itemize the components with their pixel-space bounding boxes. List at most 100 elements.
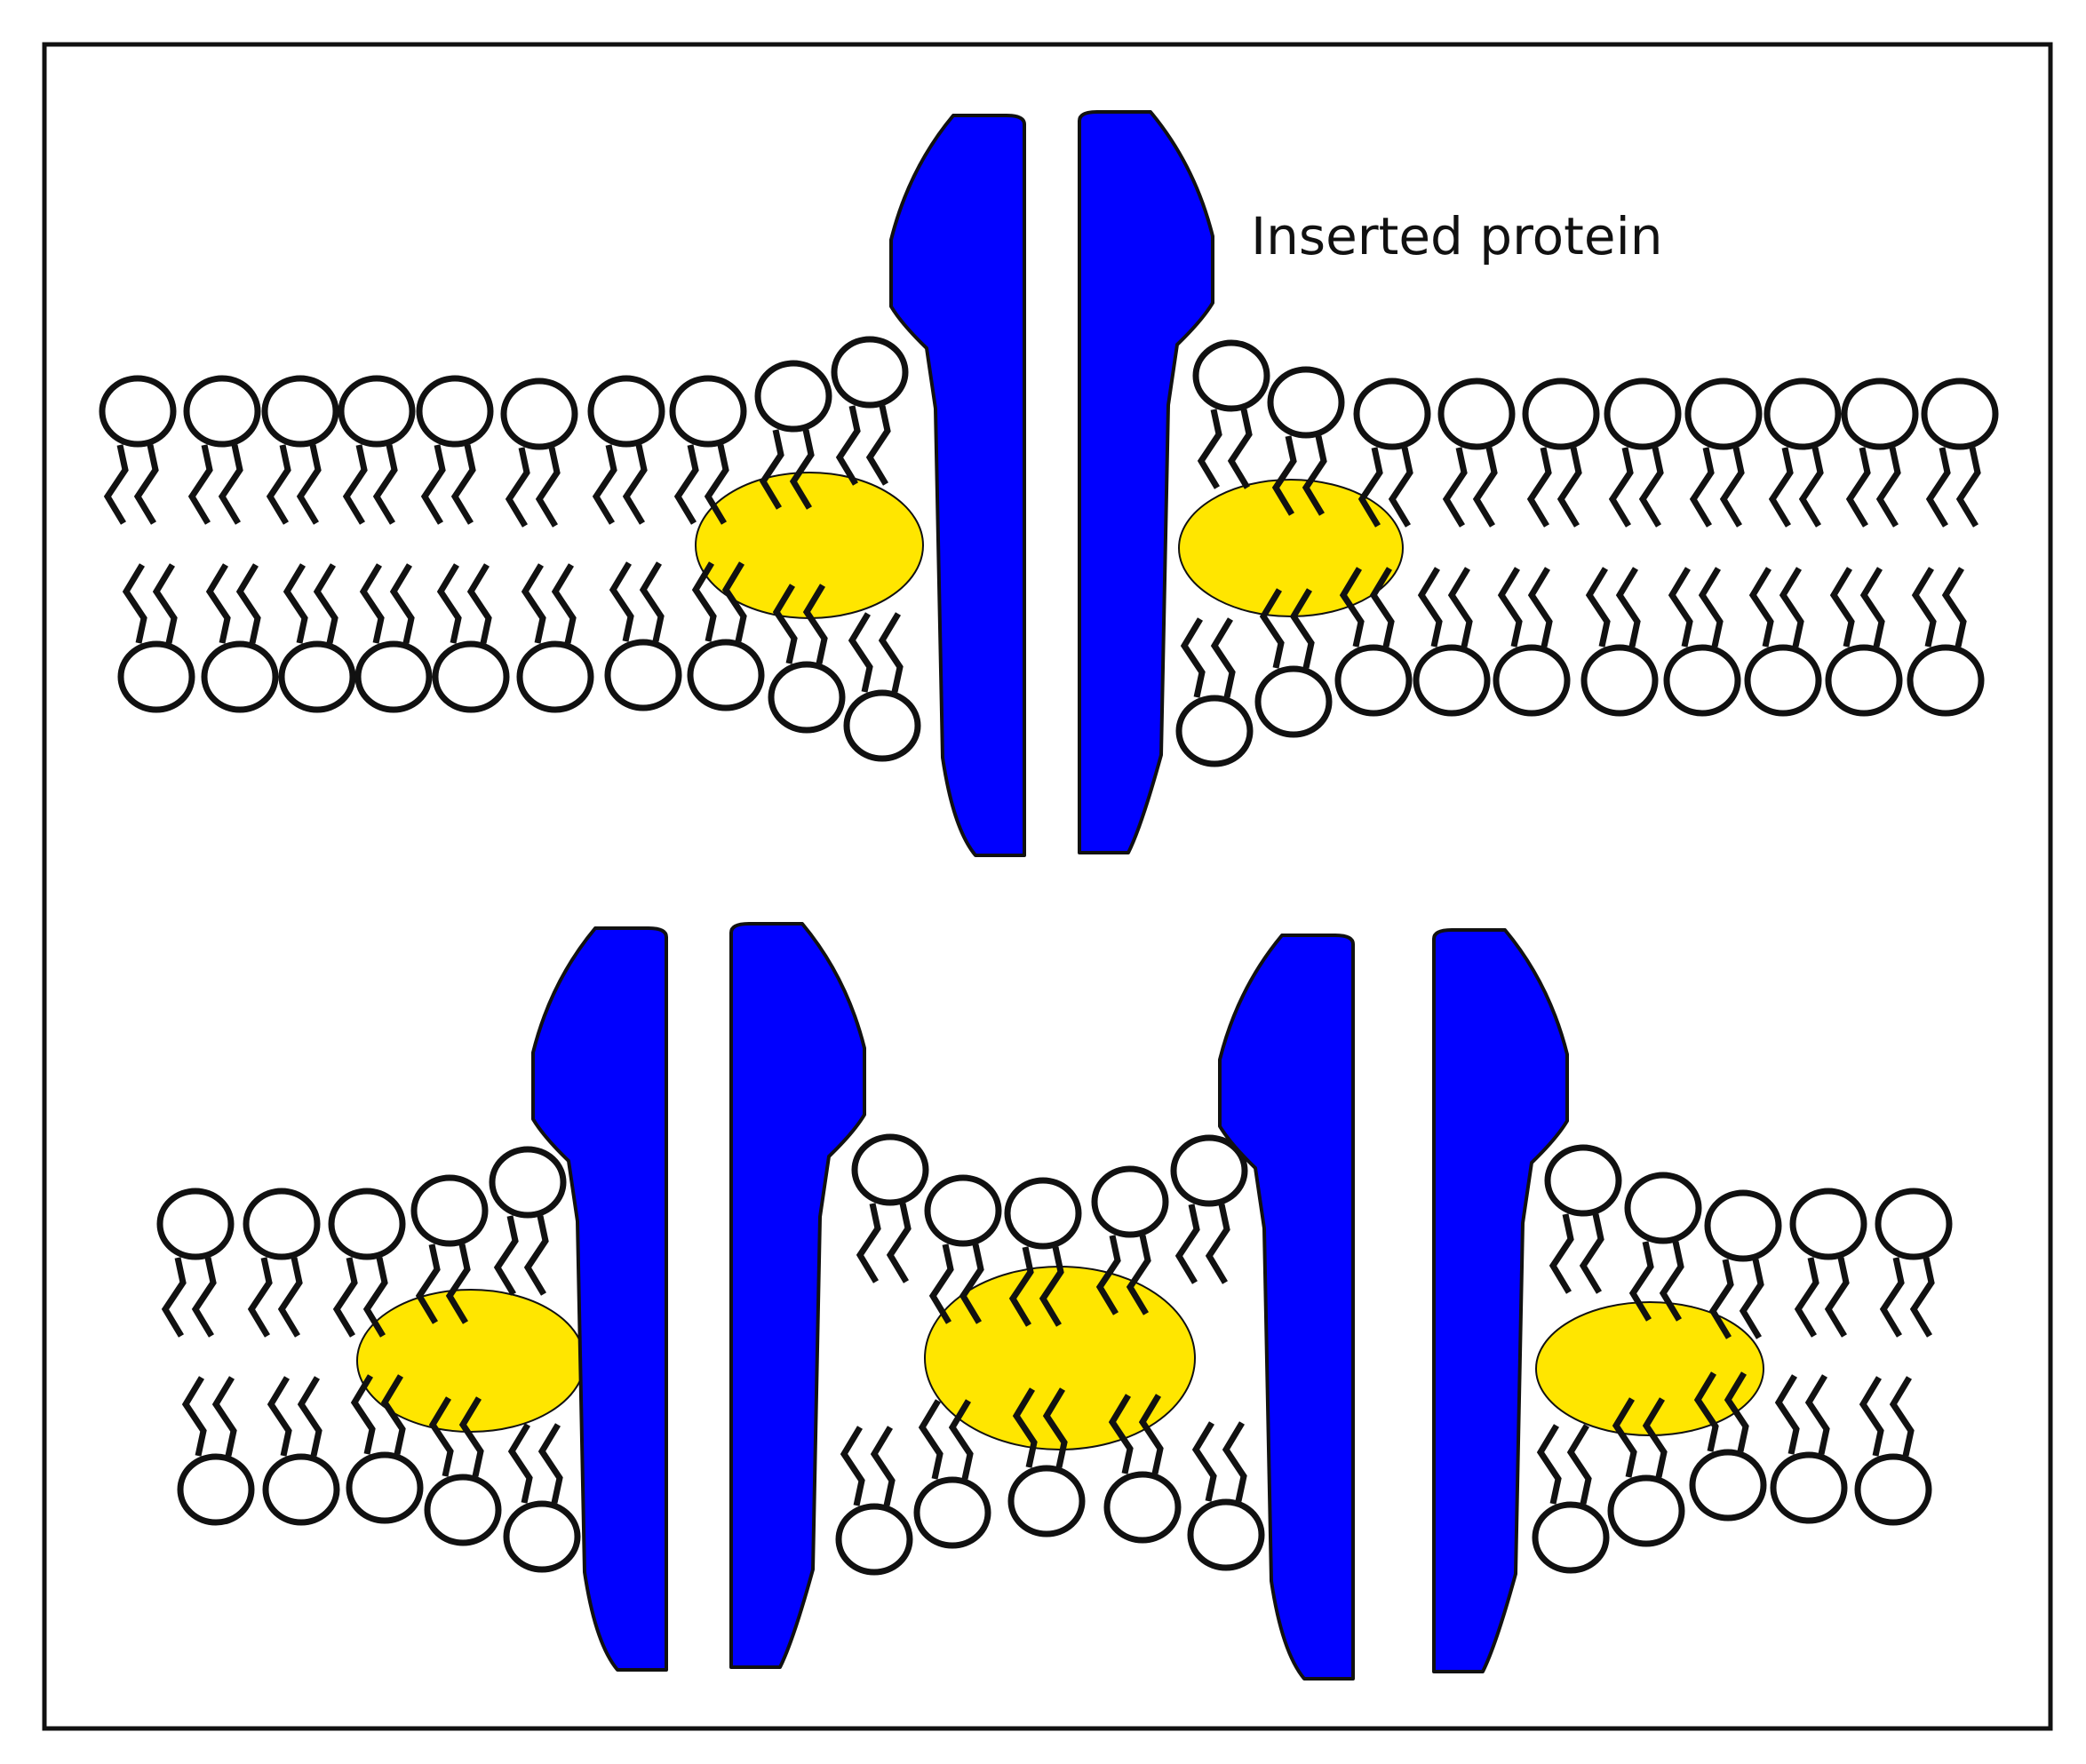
phospholipid [177,1376,255,1526]
lipid-tail [523,1215,549,1296]
lipid-tail [622,444,648,525]
phospholipid [1907,567,1985,717]
lipid-tail [856,1203,881,1283]
lipid-head [768,661,846,734]
phospholipid [243,1188,321,1338]
lipid-tail [848,612,873,693]
lipid-tail [1442,447,1468,528]
phospholipid [432,563,510,713]
phospholipid [831,336,909,486]
phospholipid [328,1188,406,1338]
lipid-head [1353,377,1431,450]
lipid-head [1334,644,1413,717]
lipid-head [1004,1177,1082,1250]
lipid-head [1663,644,1741,717]
lipid-tail [1180,617,1206,698]
lipid-tail [458,1396,484,1477]
lipid-tail [1339,567,1365,648]
lipid-domain [1178,479,1404,617]
lipid-head [1103,1471,1182,1544]
phospholipid [1789,1188,1867,1338]
lipid-tail [1527,567,1553,648]
phospholipid [669,375,747,525]
lipid-head [243,1188,321,1260]
lipid-head [1544,1144,1622,1217]
phospholipid [1007,1387,1086,1538]
lipid-tail [466,563,492,644]
lipid-tail [211,1376,237,1457]
lipid-head [604,639,682,711]
lipid-tail [1889,1376,1915,1457]
lipid-tail [1138,1394,1164,1474]
phospholipid [913,1399,991,1549]
lipid-tail [1557,447,1582,528]
phospholipid [924,1174,1002,1324]
phospholipid [1493,567,1571,717]
lipid-tail [835,405,861,486]
lipid-tail [1205,1204,1230,1284]
lipid-head [328,1188,406,1260]
lipid-tail [691,561,717,642]
protein-subunit [729,922,866,1669]
lipid-head [754,360,832,433]
lipid-tail [1566,1424,1592,1505]
phospholipid [99,375,177,525]
lipid-tail [886,1203,912,1283]
lipid-tail [445,1244,471,1324]
phospholipid [1744,567,1822,717]
protein-subunit [1432,928,1569,1673]
phospholipid [1689,1371,1767,1522]
phospholipid [835,1426,913,1576]
lipid-tail [1794,1257,1819,1338]
lipid-tail [1388,447,1413,528]
lipid-head [1789,1188,1867,1260]
lipid-head [687,639,765,711]
lipid-tail [267,1376,292,1457]
lipid-head [1437,377,1516,450]
lipid-tail [878,612,904,693]
lipid-tail [1748,567,1774,648]
lipid-tail [1108,1394,1134,1474]
lipid-tail [1417,567,1443,648]
lipid-tail [1357,447,1383,528]
lipid-tail [1174,1204,1200,1284]
lipid-tail [297,1376,322,1457]
phospholipid [1192,339,1270,489]
lipid-tail [283,563,308,644]
lipid-tail [247,1257,273,1338]
lipid-head [416,375,494,448]
phospholipid [1580,567,1659,717]
phospholipid [261,375,339,525]
phospholipid [1522,377,1600,528]
lipid-head [1744,644,1822,717]
lipid-tail [1909,1257,1935,1338]
lipid-tail [372,444,398,525]
lipid-head [278,640,356,713]
lipid-tail [721,561,747,642]
panel-two-proteins [156,922,1953,1681]
lipid-tail [420,444,446,525]
phospholipid [1604,377,1682,528]
lipid-head [1254,665,1333,738]
lipid-tail [1302,435,1327,516]
lipid-head [1580,644,1659,717]
lipid-head [1825,644,1903,717]
lipid-tail [592,444,617,525]
phospholipid [1770,1374,1848,1524]
lipid-tail [1879,1257,1905,1338]
protein-subunit [1218,934,1355,1681]
lipid-tail [1447,567,1473,648]
lipid-head [924,1174,1002,1247]
lipid-head [1091,1165,1169,1238]
lipid-tail [187,444,213,525]
phospholipid [424,1396,502,1546]
lipid-head [1007,1465,1086,1538]
lipid-tail [1259,588,1285,669]
lipid-tail [789,429,815,510]
lipid-head [424,1474,502,1546]
lipid-head [1907,644,1985,717]
lipid-tail [1095,1235,1121,1315]
lipid-tail [505,447,530,528]
lipid-tail [1955,447,1981,528]
